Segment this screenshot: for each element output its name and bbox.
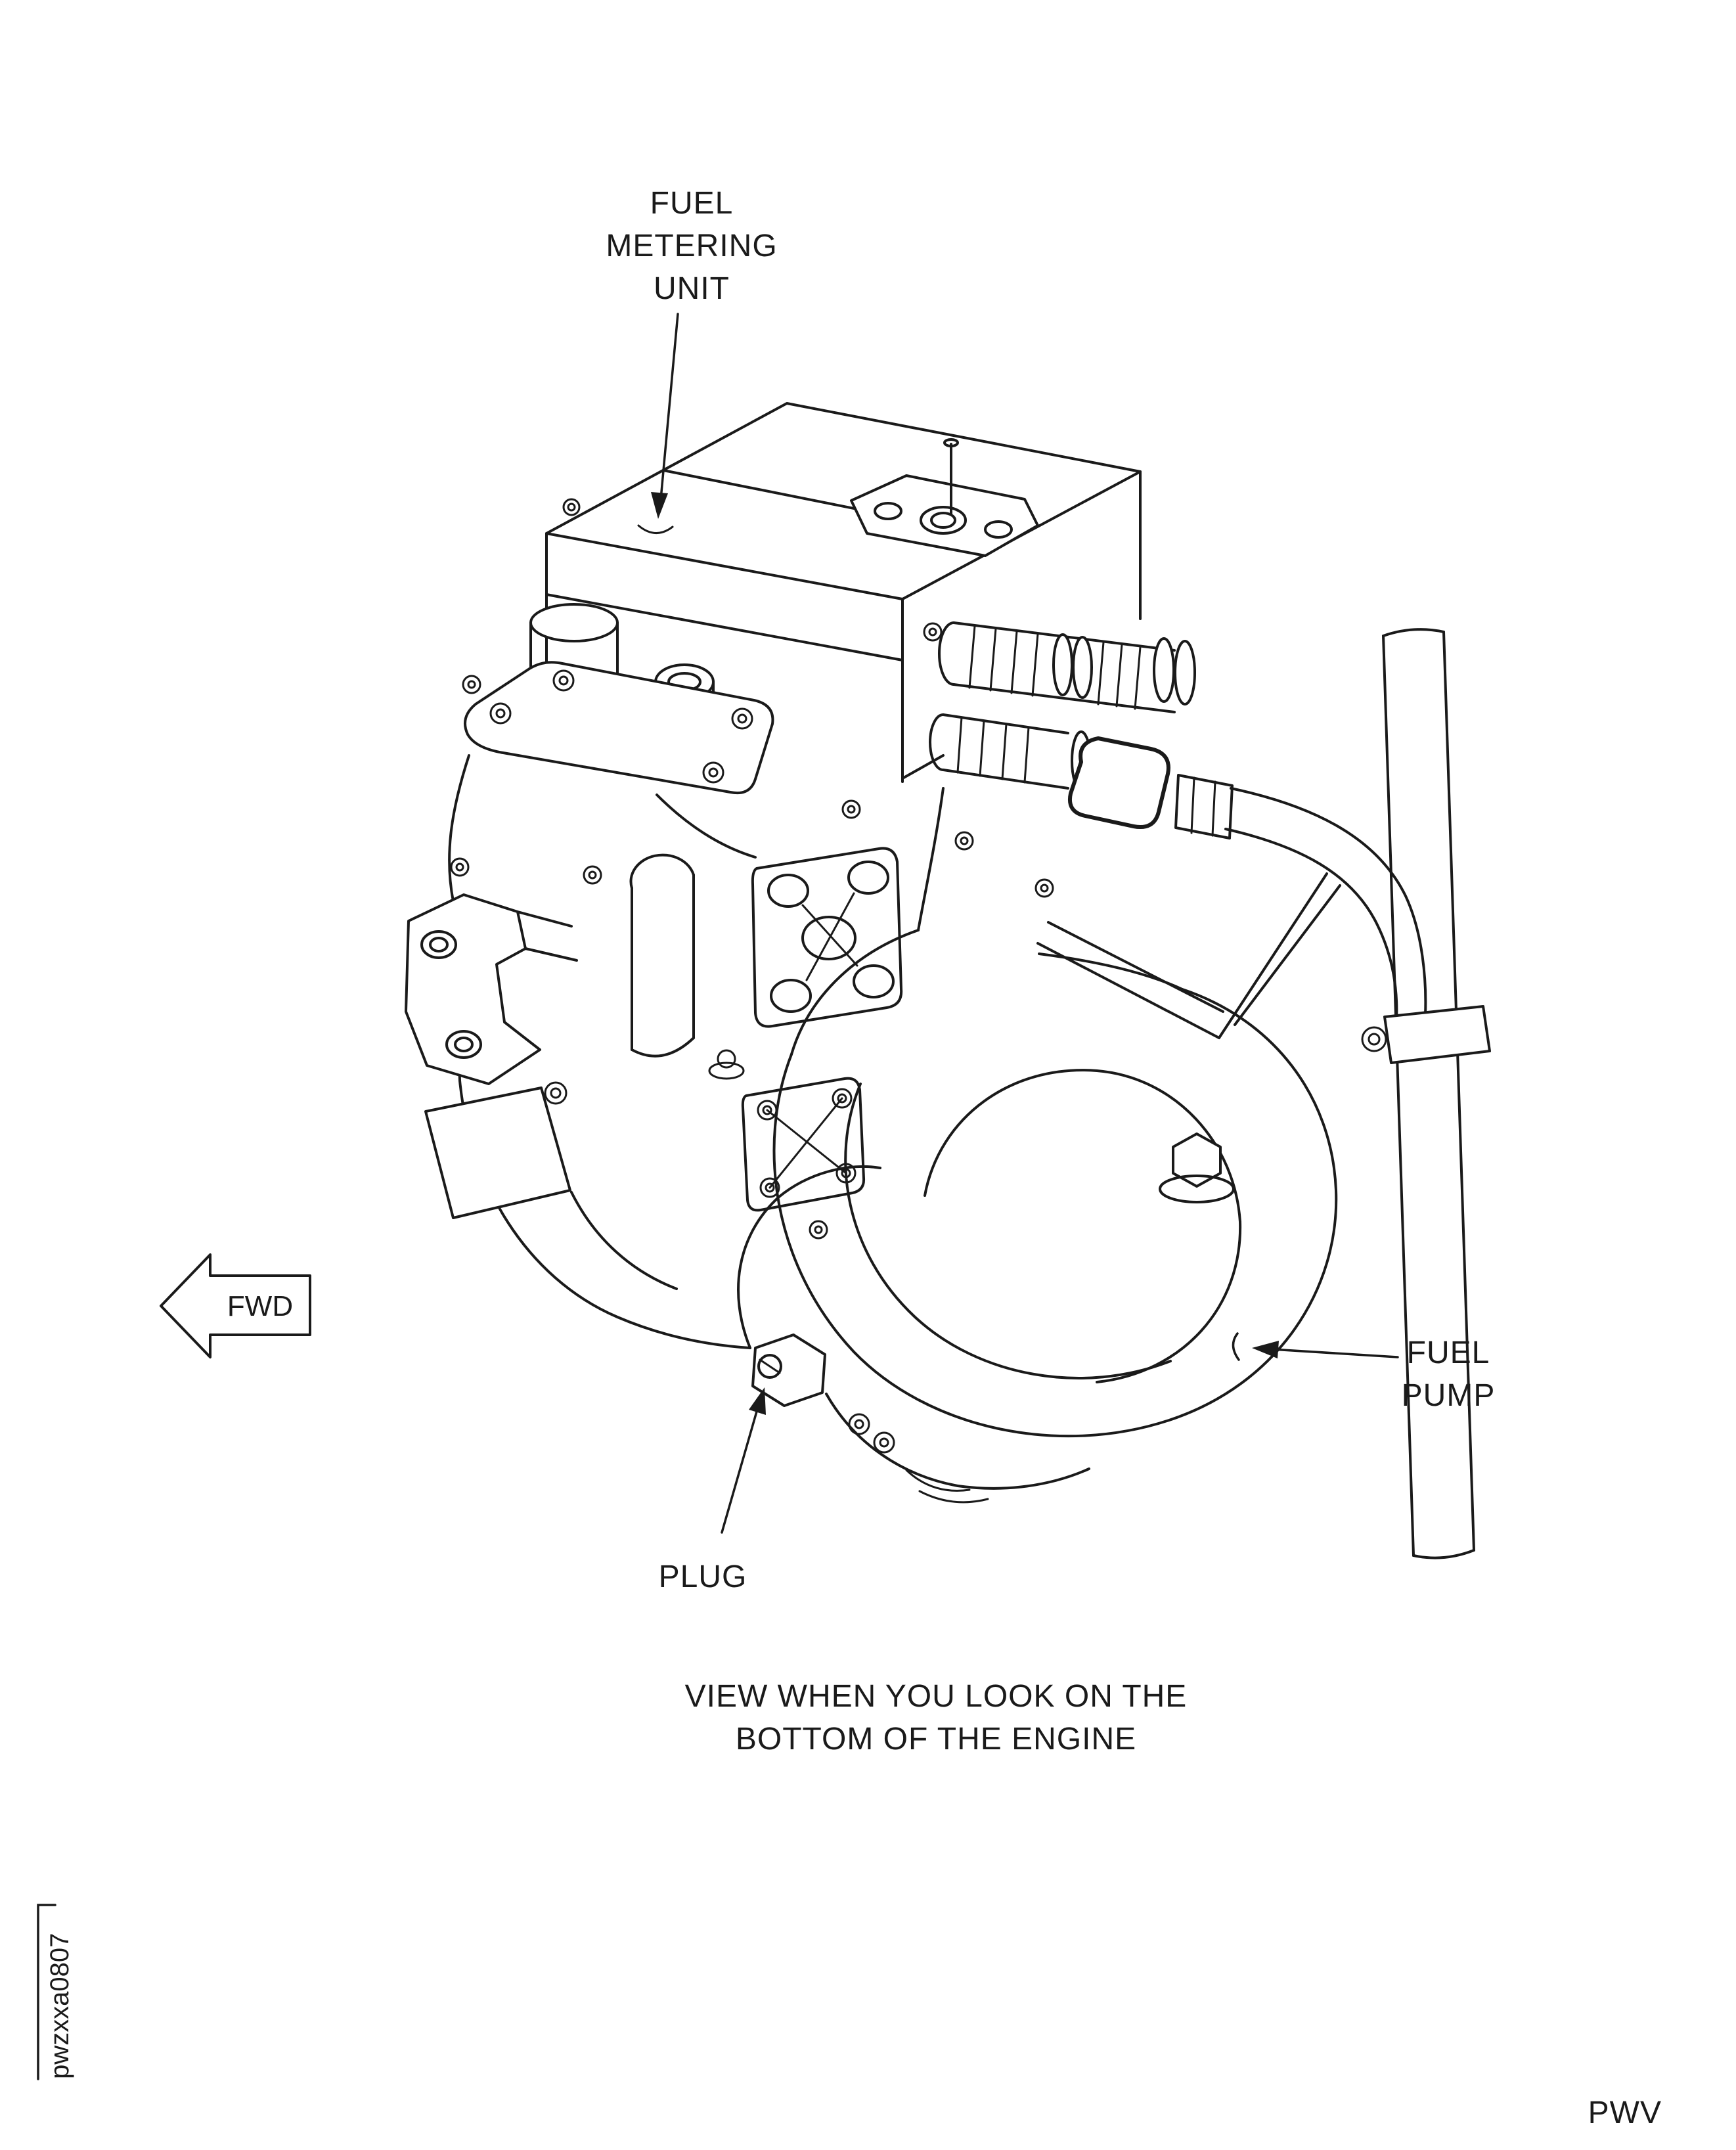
tilted-plate	[424, 1081, 571, 1219]
fuel-metering-unit-box	[545, 402, 1142, 783]
plug-boss	[751, 1333, 826, 1407]
fwd-label: FWD	[227, 1290, 293, 1322]
threaded-fittings	[929, 621, 1234, 840]
view-caption-line1: VIEW WHEN YOU LOOK ON THE	[685, 1679, 1188, 1714]
figure-id-bracket	[37, 1904, 56, 2080]
fuel-pump-label-line1: FUEL	[1407, 1335, 1490, 1370]
small-bolts	[450, 622, 1054, 1240]
fuel-metering-unit-label-line1: FUEL	[650, 186, 734, 221]
gasket-pad-upper	[751, 847, 903, 1028]
fuel-metering-unit-label-line3: UNIT	[654, 271, 730, 306]
engine-line-art	[405, 402, 1491, 1559]
view-caption: VIEW WHEN YOU LOOK ON THE BOTTOM OF THE …	[685, 1679, 1188, 1757]
figure-id-block: pwzxxa0807	[37, 1904, 74, 2080]
fuel-metering-unit-label-line2: METERING	[606, 229, 777, 263]
fuel-pump-surface-tick	[1232, 1332, 1240, 1361]
plug-leader-line	[721, 1397, 762, 1534]
view-caption-line2: BOTTOM OF THE ENGINE	[736, 1722, 1136, 1757]
fuel-tube	[1361, 628, 1491, 1559]
fuel-pump-callout: FUEL PUMP	[1232, 1332, 1496, 1413]
plug-label: PLUG	[659, 1559, 747, 1594]
fuel-pump-leader-line	[1260, 1347, 1399, 1358]
fuel-pump-body	[737, 872, 1341, 1504]
housing-body	[448, 709, 945, 1349]
fuel-pump-label-line2: PUMP	[1402, 1378, 1496, 1413]
fwd-arrow-icon	[160, 1253, 311, 1358]
left-mounting-flange	[405, 893, 578, 1085]
figure-id: pwzxxa0807	[45, 1933, 74, 2079]
page-code: PWV	[1588, 2095, 1662, 2130]
fwd-direction-arrow: FWD	[160, 1253, 311, 1358]
plug-arrowhead	[749, 1387, 766, 1415]
fuel-metering-unit-leader-line	[659, 313, 679, 501]
fuel-pump-arrowhead	[1252, 1341, 1279, 1358]
fuel-metering-unit-arrowhead	[651, 492, 668, 519]
plug-callout: PLUG	[659, 1387, 766, 1594]
cover-plate	[464, 661, 774, 794]
standpipe	[629, 853, 695, 1058]
fuel-metering-unit-callout: FUEL METERING UNIT	[606, 186, 777, 519]
